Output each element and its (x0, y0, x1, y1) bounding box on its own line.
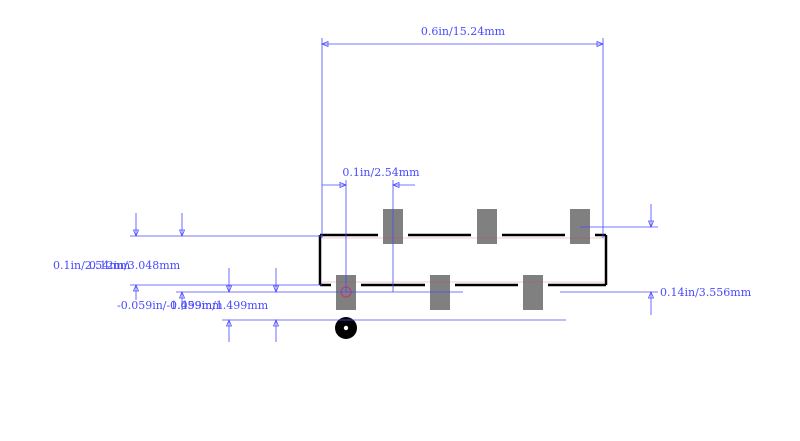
dim-offset-a-label: -0.059in/-1.499mm (117, 299, 223, 312)
body-outline (318, 233, 608, 287)
pad-bottom-2 (430, 275, 450, 310)
dim-left-upper-label: 0.1in/2.54mm (53, 259, 131, 272)
dim-offset-b-label: 0.059in/1.499mm (170, 299, 269, 312)
dim-pad-span-label: 0.14in/3.556mm (660, 286, 752, 299)
dim-pitch-label: 0.1in/2.54mm (342, 166, 420, 179)
pad-top-2 (477, 209, 497, 244)
pad-bottom-3 (523, 275, 543, 310)
pin1-dot-center (343, 325, 349, 331)
pad-top-3 (570, 209, 590, 244)
dim-overall-width-label: 0.6in/15.24mm (421, 25, 506, 38)
dimension-lines (130, 38, 658, 342)
dim-left-lower-label: 0.12in/3.048mm (89, 259, 181, 272)
pad-bottom-1 (336, 275, 356, 310)
dimension-arrows (132, 40, 655, 327)
